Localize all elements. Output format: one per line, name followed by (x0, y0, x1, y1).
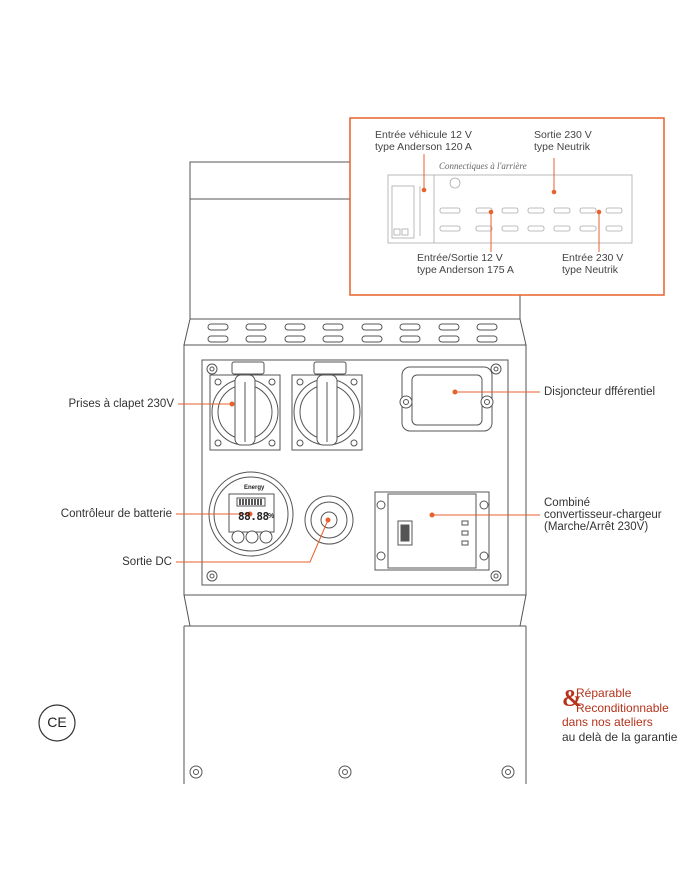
label-prises: Prises à clapet 230V (68, 398, 174, 410)
label-combine-1: Combiné (544, 497, 591, 509)
socket-left (209, 361, 281, 451)
badge-line-1: Réparable (576, 686, 632, 700)
label-sortie-dc: Sortie DC (122, 556, 172, 568)
rear-connectors-inset (349, 117, 665, 296)
inset-entree-vehicule-2: type Anderson 120 A (375, 141, 472, 153)
battery-display-reading: 88.88 (238, 510, 269, 523)
badge-line-4: au delà de la garantie (562, 729, 678, 744)
label-combine-3: (Marche/Arrêt 230V) (544, 521, 649, 533)
repair-badge: Réparable Reconditionnable dans nos atel… (562, 686, 677, 744)
battery-display-unit: % (268, 513, 275, 520)
inset-entree-230-1: Entrée 230 V (562, 252, 624, 264)
leader-lines (176, 389, 540, 563)
breaker-cover (399, 366, 494, 432)
badge-line-2: Reconditionnable (576, 700, 669, 715)
battery-display-brand: Energy (244, 485, 265, 491)
inset-caption: Connectiques à l'arrière (439, 161, 527, 171)
badge-line-3: dans nos ateliers (562, 715, 653, 729)
inset-sortie-230-2: type Neutrik (534, 141, 591, 153)
inset-entree-sortie-2: type Anderson 175 A (417, 264, 514, 276)
badge-ampersand: & (562, 686, 582, 712)
inverter-charger (374, 491, 490, 571)
inset-entree-230-2: type Neutrik (562, 264, 619, 276)
label-disjoncteur: Disjoncteur dfférentiel (544, 386, 656, 398)
ce-mark-text: CE (47, 714, 67, 730)
base-screws (189, 765, 515, 779)
label-combine-2: convertisseur-chargeur (544, 509, 662, 521)
inset-sortie-230-1: Sortie 230 V (534, 129, 592, 141)
ce-mark (38, 704, 76, 742)
vent-slots (207, 323, 498, 343)
inset-entree-sortie-1: Entrée/Sortie 12 V (417, 252, 503, 264)
label-controleur: Contrôleur de batterie (60, 508, 172, 520)
inset-entree-vehicule-1: Entrée véhicule 12 V (375, 129, 472, 141)
panel-screws (206, 363, 502, 582)
socket-right (291, 361, 363, 451)
